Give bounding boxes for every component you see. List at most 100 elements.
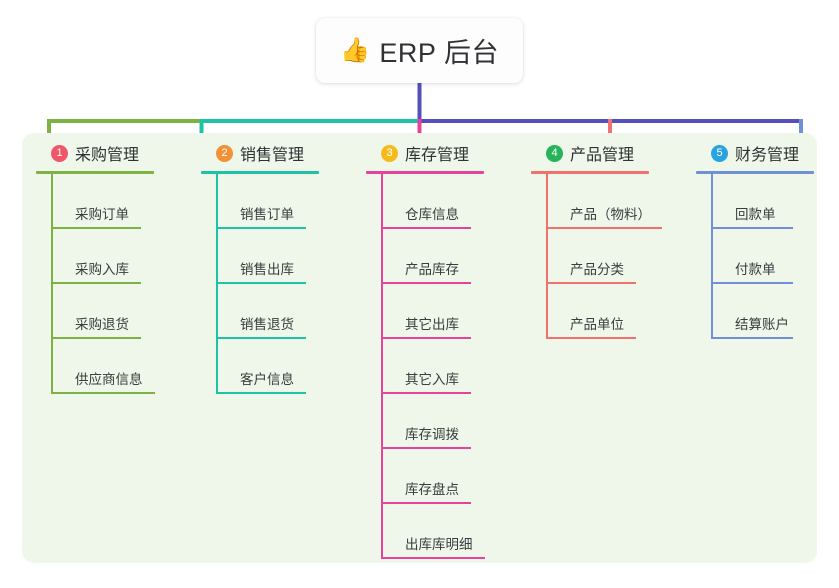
branch-item-label: 采购入库: [75, 262, 129, 278]
branch-item-rule: [711, 282, 793, 284]
branch-title: 采购管理: [75, 147, 140, 164]
branch-item-rule: [546, 227, 662, 229]
branch-item[interactable]: 回款单: [711, 174, 814, 229]
branch-item-list: 采购订单采购入库采购退货供应商信息: [51, 174, 155, 394]
branch-item-label: 供应商信息: [75, 372, 143, 388]
root-title-text: ERP 后台: [379, 38, 499, 68]
branch-column-1: 1 采购管理采购订单采购入库采购退货供应商信息: [36, 141, 155, 394]
root-node-card[interactable]: 👍 ERP 后台: [316, 18, 523, 83]
branch-column-4: 4 产品管理产品（物料） 产品分类产品单位: [531, 141, 662, 339]
branch-item[interactable]: 付款单: [711, 229, 814, 284]
branch-item[interactable]: 产品单位: [546, 284, 651, 339]
branch-item-label: 出库库明细: [405, 537, 473, 553]
branch-item-label: 其它出库: [405, 317, 459, 333]
branch-item-label: 产品分类: [570, 262, 624, 278]
branch-header-2[interactable]: 2 销售管理: [201, 141, 319, 165]
branch-item-rule: [216, 337, 306, 339]
branch-item-label: 采购订单: [75, 207, 129, 223]
branch-number-badge: 4: [546, 144, 563, 162]
branch-item-label: 产品单位: [570, 317, 624, 333]
branch-header-rule: [366, 171, 484, 174]
branch-item-list: 销售订单销售出库销售退货客户信息: [216, 174, 319, 394]
branch-item[interactable]: 产品分类: [546, 229, 651, 284]
branch-item-label: 付款单: [735, 262, 776, 278]
branch-item-rule: [381, 227, 471, 229]
branch-item[interactable]: 其它入库: [381, 339, 484, 394]
branch-number-badge: 1: [51, 144, 68, 162]
branch-item-rule: [51, 392, 155, 394]
branch-item[interactable]: 客户信息: [216, 339, 319, 394]
branch-item-label: 销售退货: [240, 317, 294, 333]
branch-spine-line: [546, 174, 548, 339]
branch-item-label: 结算账户: [735, 317, 789, 333]
branch-title: 库存管理: [405, 147, 470, 164]
branch-spine-line: [51, 174, 53, 394]
branch-item-rule: [546, 282, 636, 284]
branch-item[interactable]: 采购订单: [51, 174, 154, 229]
branch-item[interactable]: 产品库存: [381, 229, 484, 284]
branch-title: 销售管理: [240, 147, 305, 164]
branch-item[interactable]: 供应商信息: [51, 339, 155, 394]
branch-item-rule: [51, 282, 141, 284]
branch-header-1[interactable]: 1 采购管理: [36, 141, 154, 165]
branch-number-badge: 2: [216, 144, 233, 162]
branch-item-rule: [381, 282, 471, 284]
branch-header-rule: [201, 171, 319, 174]
branch-item-label: 库存盘点: [405, 482, 459, 498]
branch-item-label: 客户信息: [240, 372, 294, 388]
content-panel: [22, 133, 817, 563]
branch-item-rule: [216, 282, 306, 284]
branch-item-label: 回款单: [735, 207, 776, 223]
branch-item-rule: [51, 227, 141, 229]
branch-header-rule: [36, 171, 154, 174]
branch-number-badge: 5: [711, 144, 728, 162]
branch-item[interactable]: 其它出库: [381, 284, 484, 339]
branch-title: 财务管理: [735, 147, 800, 164]
branch-item[interactable]: 采购退货: [51, 284, 154, 339]
branch-item-label: 产品（物料）: [570, 207, 651, 223]
branch-column-5: 5 财务管理回款单付款单结算账户: [696, 141, 814, 339]
thumbs-up-icon: 👍: [340, 36, 371, 64]
branch-item[interactable]: 库存盘点: [381, 449, 484, 504]
branch-item-rule: [711, 227, 793, 229]
branch-item-rule: [381, 502, 471, 504]
branch-spine-line: [711, 174, 713, 339]
branch-item-rule: [51, 337, 141, 339]
branch-item[interactable]: 库存调拨: [381, 394, 484, 449]
branch-item-rule: [381, 447, 471, 449]
branch-item-label: 其它入库: [405, 372, 459, 388]
branch-item[interactable]: 结算账户: [711, 284, 814, 339]
branch-item[interactable]: 采购入库: [51, 229, 154, 284]
branch-item-rule: [711, 337, 793, 339]
branch-item-rule: [381, 337, 471, 339]
branch-spine-line: [216, 174, 218, 394]
branch-header-4[interactable]: 4 产品管理: [531, 141, 651, 165]
branch-item-label: 仓库信息: [405, 207, 459, 223]
branch-item-rule: [216, 227, 306, 229]
branch-item-label: 销售出库: [240, 262, 294, 278]
branch-item[interactable]: 销售出库: [216, 229, 319, 284]
branch-item-label: 采购退货: [75, 317, 129, 333]
branch-item[interactable]: 出库库明细: [381, 504, 485, 559]
branch-item-rule: [546, 337, 636, 339]
branch-item[interactable]: 产品（物料）: [546, 174, 662, 229]
branch-item-list: 仓库信息产品库存其它出库其它入库库存调拨库存盘点出库库明细: [381, 174, 485, 559]
branch-header-5[interactable]: 5 财务管理: [696, 141, 814, 165]
branch-item-label: 产品库存: [405, 262, 459, 278]
branch-header-rule: [696, 171, 814, 174]
root-node-title: 👍 ERP 后台: [340, 31, 499, 70]
branch-item-list: 产品（物料） 产品分类产品单位: [546, 174, 662, 339]
branch-column-2: 2 销售管理销售订单销售出库销售退货客户信息: [201, 141, 319, 394]
branch-item-list: 回款单付款单结算账户: [711, 174, 814, 339]
branch-item[interactable]: 销售订单: [216, 174, 319, 229]
branch-item-rule: [381, 392, 471, 394]
branch-title: 产品管理: [570, 147, 635, 164]
branch-item-rule: [216, 392, 306, 394]
branch-item[interactable]: 销售退货: [216, 284, 319, 339]
branch-header-rule: [531, 171, 649, 174]
branch-item-rule: [381, 557, 485, 559]
branch-item[interactable]: 仓库信息: [381, 174, 484, 229]
